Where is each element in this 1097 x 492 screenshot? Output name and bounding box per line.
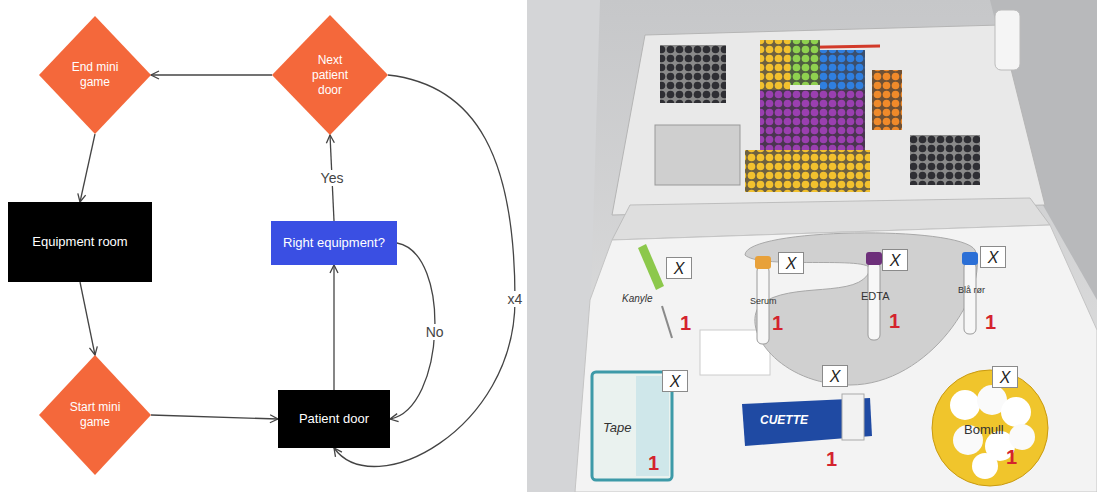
photo-detail: [575, 225, 1097, 492]
photo-detail: [950, 390, 980, 420]
diamond-shape: [272, 15, 388, 135]
edge-label: Yes: [318, 170, 347, 186]
node-text: End mini game: [63, 60, 127, 90]
close-box: X: [822, 365, 848, 387]
flow-arrow: [80, 134, 95, 202]
process-box: Equipment room: [8, 202, 152, 282]
question-box: Right equipment?: [271, 221, 397, 265]
item-label: Bomull: [964, 422, 1004, 437]
edge-label: x4: [505, 291, 526, 307]
photo-background: [527, 0, 1097, 492]
diamond-shape: [39, 355, 151, 475]
close-box: X: [992, 366, 1018, 388]
count-number: 1: [648, 452, 659, 474]
photo-detail: [592, 372, 672, 480]
tourniquet-picture: [742, 394, 872, 446]
photo-detail: [745, 150, 870, 192]
photo-detail: [790, 40, 820, 85]
item-label: Blå rør: [958, 285, 985, 296]
count-number: 1: [1006, 446, 1017, 468]
item-label: Serum: [750, 296, 777, 307]
photo-detail: [972, 453, 998, 479]
cotton-bowl-picture: [932, 370, 1048, 486]
flow-arrow: [333, 265, 334, 390]
photo-detail: [760, 90, 865, 150]
item-label: EDTA: [861, 290, 890, 303]
photo-detail: [1001, 397, 1031, 427]
flow-arrow: [151, 415, 278, 419]
tube-pictures: [755, 252, 978, 344]
count-number: 1: [680, 312, 691, 334]
photo-detail: [842, 394, 864, 440]
node-text: Start mini game: [63, 400, 127, 430]
count-number: 1: [772, 312, 783, 334]
item-label: Kanyle: [622, 293, 653, 305]
tape-picture: [592, 372, 672, 480]
photo-detail: [820, 50, 865, 90]
photo-detail: [660, 45, 726, 103]
close-box: X: [980, 246, 1006, 268]
close-box: X: [662, 370, 688, 392]
photo-detail: [932, 370, 1048, 486]
item-label: Tape: [603, 420, 631, 435]
photo-detail: [638, 244, 664, 290]
node-text: Next patient door: [303, 53, 357, 98]
close-box: X: [666, 257, 692, 279]
front-tray: [575, 198, 1097, 492]
photo-detail: [755, 256, 771, 269]
tube-shelf: [612, 10, 1045, 215]
node-text: Patient door: [299, 411, 369, 427]
flow-arrow: [80, 282, 95, 355]
photo-detail: [910, 135, 980, 185]
photo-detail: [964, 262, 976, 334]
photo-detail: [866, 252, 882, 265]
close-box: X: [882, 249, 908, 271]
photo-detail: [527, 0, 1097, 492]
photo-detail: [760, 40, 790, 90]
photo-detail: [662, 306, 672, 338]
photo-detail: [872, 70, 902, 130]
count-number: 1: [985, 311, 996, 333]
close-box: X: [778, 252, 804, 274]
photo-detail: [655, 125, 740, 185]
edge-label: No: [423, 324, 447, 340]
photo-detail: [962, 252, 978, 265]
photo-detail: [612, 25, 1045, 215]
end-diamond: End mini game: [39, 16, 151, 134]
flow-arrow: [151, 74, 272, 75]
count-number: 1: [826, 448, 837, 470]
node-text: Right equipment?: [283, 235, 385, 251]
decision-diamond: Next patient door: [272, 15, 388, 135]
count-number: 1: [889, 310, 900, 332]
photo-detail: [995, 10, 1020, 70]
process-box: Patient door: [278, 390, 390, 448]
node-text: Equipment room: [32, 234, 127, 250]
start-diamond: Start mini game: [39, 355, 151, 475]
diamond-shape: [39, 16, 151, 134]
brand-text: CUETTE: [760, 413, 808, 427]
photo-detail: [745, 233, 977, 385]
